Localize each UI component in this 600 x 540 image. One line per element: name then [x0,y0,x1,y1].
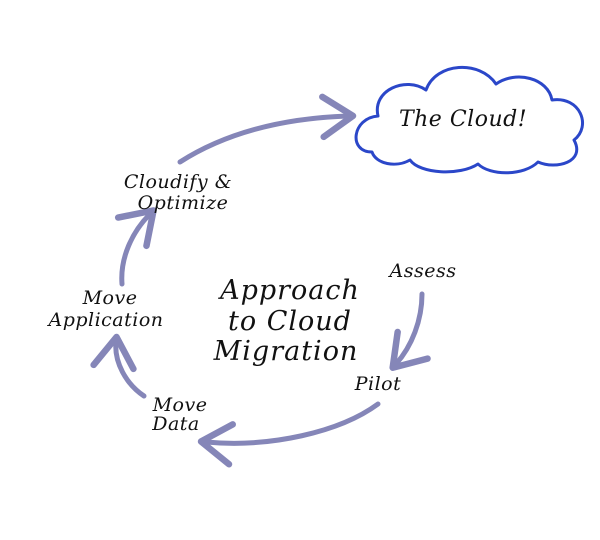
step-cloudify-optimize: Cloudify & Optimize [124,171,232,214]
title-line-1: Approach [217,275,360,306]
cloud-shape [354,65,584,175]
title-line-3: Migration [213,336,359,367]
step-move-data: Move Data [151,394,207,435]
title-line-2: to Cloud [228,306,352,337]
step-move-application: Move Application [46,287,163,331]
arrow-cloudify-to-cloud [177,93,357,165]
step-pilot-label: Pilot [354,373,402,395]
step-move-data-line-2: Data [151,413,200,435]
diagram-title: Approach to Cloud Migration [213,275,360,367]
step-move-application-line-2: Application [46,309,163,331]
step-move-data-line-1: Move [152,394,208,416]
step-pilot: Pilot [354,373,402,395]
arrow-move-application-to-cloudify [114,207,157,287]
arrow-pilot-to-move-data [197,401,381,468]
step-assess: Assess [388,260,457,282]
step-move-application-line-1: Move [82,287,138,309]
arrow-move-data-to-move-application [90,333,147,399]
arrow-assess-to-pilot [389,291,431,371]
step-assess-label: Assess [388,260,457,282]
cloud-label: The Cloud! [399,107,527,132]
step-cloudify-line-2: Optimize [138,192,229,214]
step-cloudify-line-1: Cloudify & [124,171,232,193]
